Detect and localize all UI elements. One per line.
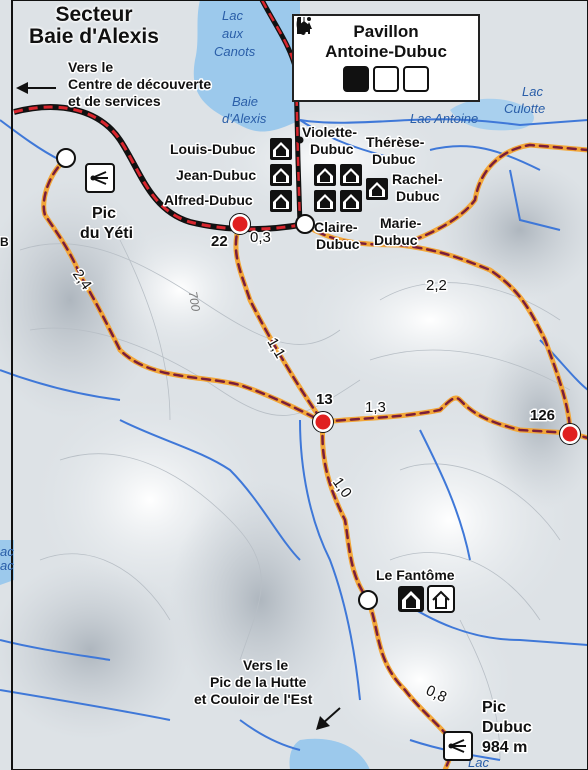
contour-700-label: 700 <box>186 290 203 312</box>
dir-discovery-line1: Vers le <box>68 59 113 75</box>
lac-aux-canots-3: Canots <box>214 44 256 59</box>
cabin-icon <box>398 586 424 612</box>
restroom-icon <box>297 17 429 92</box>
sector-title-line2: Baie d'Alexis <box>29 25 159 48</box>
baie-label-2: d'Alexis <box>222 111 267 126</box>
phone-icon <box>296 17 399 92</box>
sector-title-line1: Secteur <box>55 3 133 26</box>
lac-bottom-label: Lac <box>468 755 489 770</box>
intersection-nodes <box>229 213 581 445</box>
cabin-icon <box>314 190 336 212</box>
distance-0-3: 0,3 <box>250 229 271 246</box>
waypoint-pavilion <box>295 214 315 234</box>
intersection-13 <box>312 411 334 433</box>
cabin-icon <box>295 17 369 92</box>
cabin-icon <box>270 138 292 160</box>
lac-aux-canots-2: aux <box>222 26 243 41</box>
dir-discovery-line2: Centre de découverte <box>68 76 211 92</box>
cabin-jean-label: Jean-Dubuc <box>176 167 256 183</box>
peak-dubuc-label-2: Dubuc <box>482 719 532 736</box>
waypoint-yeti <box>56 148 76 168</box>
dir-hutte-line3: et Couloir de l'Est <box>194 691 313 707</box>
sector-title: Secteur Baie d'Alexis <box>14 4 174 48</box>
intersection-126 <box>559 423 581 445</box>
cabin-therese-label-1: Thérèse- <box>366 134 425 150</box>
cabin-rachel-label-1: Rachel- <box>392 171 443 187</box>
waypoints <box>56 148 378 610</box>
streams <box>0 118 588 761</box>
cabin-therese-label-2: Dubuc <box>372 151 416 167</box>
hillshade <box>0 100 588 760</box>
cabin-claire-label-2: Dubuc <box>316 236 360 252</box>
cabin-marie-label-2: Dubuc <box>374 232 418 248</box>
cabin-icon <box>340 190 362 212</box>
cabin-violette-label-2: Dubuc <box>310 141 354 157</box>
cabin-icon <box>270 190 292 212</box>
cabin-marie-label-1: Marie- <box>380 215 422 231</box>
lac-aux-canots-1: Lac <box>222 8 243 23</box>
node-126-label: 126 <box>530 407 555 424</box>
dir-hutte-line1: Vers le <box>243 657 288 673</box>
cabin-icons <box>270 138 388 212</box>
viewpoint-icons <box>85 163 473 761</box>
lac-antoine-label: Lac Antoine <box>410 111 478 126</box>
trails <box>41 142 588 770</box>
edge-fragment: B <box>0 235 9 249</box>
node-13-label: 13 <box>316 391 333 408</box>
intersection-22 <box>229 213 251 235</box>
waypoint-fantome <box>358 590 378 610</box>
dir-discovery-line3: et de services <box>68 93 161 109</box>
baie-dalexis-water <box>193 0 300 132</box>
lac-culotte-label-1: Lac <box>522 84 543 99</box>
lac-culotte-water <box>450 98 534 131</box>
cabin-icon <box>314 164 336 186</box>
peak-yeti-label-1: Pic <box>92 205 116 222</box>
pavilion-name-line2: Antoine-Dubuc <box>325 42 447 61</box>
shelter-hut-icon <box>427 585 455 613</box>
distance-2-2: 2,2 <box>426 277 447 294</box>
pavilion-callout: Pavillon Antoine-Dubuc <box>292 14 480 102</box>
lac-left-label-1: ac <box>0 544 14 559</box>
arrow-down-left-icon <box>316 707 341 730</box>
cabin-icon <box>270 164 292 186</box>
lac-culotte-label-2: Culotte <box>504 101 545 116</box>
lac-bottom-water <box>289 738 370 770</box>
cabin-louis-label: Louis-Dubuc <box>170 141 256 157</box>
cabin-rachel-label-2: Dubuc <box>396 188 440 204</box>
water-bodies <box>0 0 534 770</box>
shelter-fantome-label: Le Fantôme <box>376 567 455 583</box>
viewpoint-icon <box>85 163 115 193</box>
dir-hutte-line2: Pic de la Hutte <box>210 674 307 690</box>
baie-label-1: Baie <box>232 94 258 109</box>
peak-dubuc-elevation: 984 m <box>482 739 527 756</box>
cabin-icon <box>340 164 362 186</box>
cabin-icon <box>366 178 388 200</box>
shelter-icons <box>398 585 455 613</box>
contour-lines <box>19 239 571 761</box>
pavilion-amenities <box>294 17 478 92</box>
lac-left-label-2: ac <box>0 558 14 573</box>
viewpoint-icon <box>443 731 473 761</box>
pavilion-junction-dot <box>296 136 304 144</box>
cabin-alfred-label: Alfred-Dubuc <box>164 192 253 208</box>
peak-dubuc-label-1: Pic <box>482 699 506 716</box>
arrow-left-icon <box>16 82 56 94</box>
left-edge-water <box>0 540 14 585</box>
labels: Vers le Centre de découverte et de servi… <box>0 8 557 770</box>
node-22-label: 22 <box>211 233 228 250</box>
cabin-claire-label-1: Claire- <box>314 219 358 235</box>
distance-1-3: 1,3 <box>365 399 386 416</box>
map-frame <box>11 0 588 770</box>
peak-yeti-label-2: du Yéti <box>80 225 133 242</box>
pavilion-name-line1: Pavillon <box>353 22 419 41</box>
cabin-violette-label-1: Violette- <box>302 124 357 140</box>
